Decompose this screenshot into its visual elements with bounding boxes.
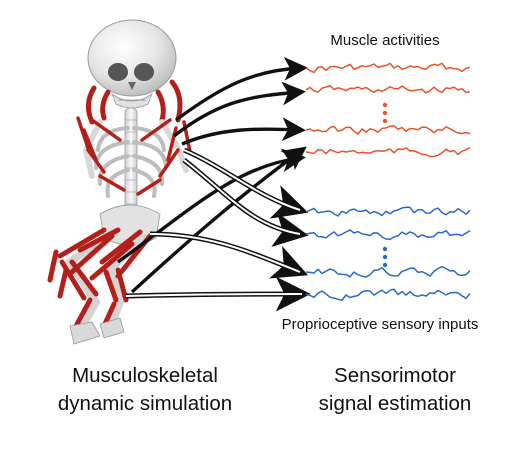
proprioceptive-traces <box>305 206 471 301</box>
skull <box>87 19 177 109</box>
muscle-activities-label: Muscle activities <box>330 32 440 49</box>
sensory-trace-1 <box>305 206 471 217</box>
spine <box>124 107 138 227</box>
right-caption-line1: Sensorimotor <box>334 364 456 387</box>
muscle-trace-2 <box>305 84 471 94</box>
arrow-to-muscle-1 <box>174 56 308 122</box>
muscle-ellipsis <box>382 102 388 124</box>
right-caption: Sensorimotor signal estimation <box>288 362 502 418</box>
muscle-trace-4 <box>305 146 471 158</box>
left-caption-line1: Musculoskeletal <box>72 364 218 387</box>
arrow-to-muscle-5 <box>130 146 307 294</box>
rib-cage <box>94 126 168 198</box>
left-caption: Musculoskeletal dynamic simulation <box>22 362 268 418</box>
left-caption-line2: dynamic simulation <box>57 392 233 415</box>
musculoskeletal-model <box>47 19 192 345</box>
arrow-to-muscle-2 <box>172 81 306 138</box>
sensory-trace-4 <box>305 288 471 301</box>
arrow-to-muscle-4 <box>117 148 306 264</box>
mapping-arrows <box>117 56 311 312</box>
muscle-trace-1 <box>305 62 471 74</box>
torso-muscles <box>76 116 192 196</box>
muscle-activity-traces <box>305 62 471 158</box>
right-caption-line2: signal estimation <box>318 392 472 415</box>
sensory-trace-3 <box>305 265 471 278</box>
muscle-trace-3 <box>305 125 471 135</box>
sensory-trace-2 <box>305 229 471 241</box>
arm-bones <box>82 119 189 179</box>
arrow-to-muscle-3 <box>181 117 306 146</box>
leg-muscles <box>47 227 153 329</box>
feet <box>69 317 125 345</box>
sensory-ellipsis <box>382 246 388 268</box>
proprioceptive-inputs-label: Proprioceptive sensory inputs <box>281 316 479 333</box>
arrows-to-sensory <box>125 147 311 312</box>
